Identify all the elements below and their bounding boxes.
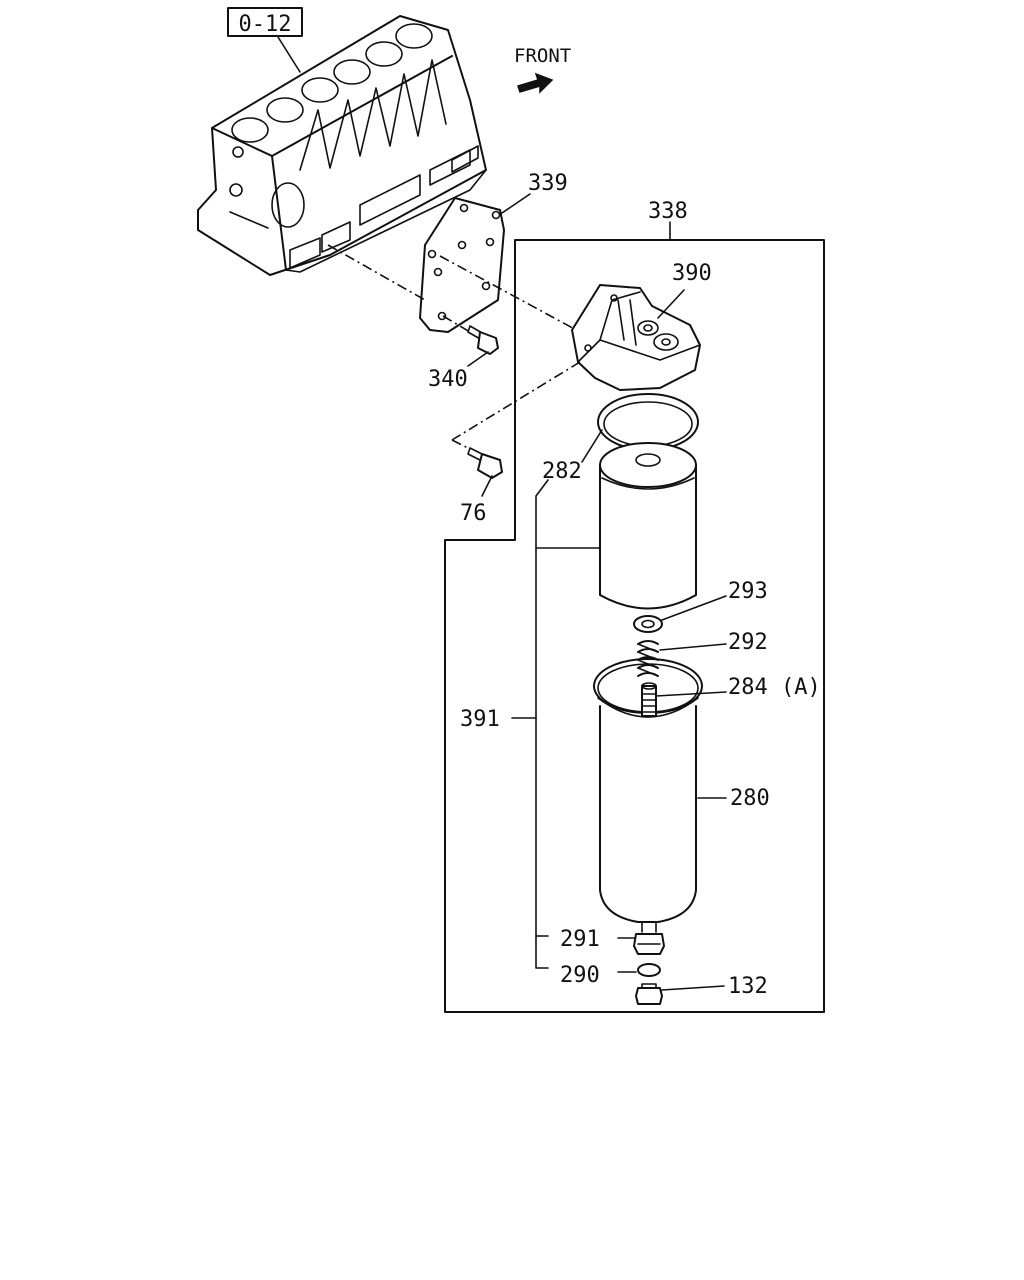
- callout-293: 293: [728, 579, 768, 604]
- part-292-spring: [637, 640, 727, 677]
- filter-element: [599, 442, 697, 610]
- callout-290: 290: [560, 963, 600, 988]
- callout-280: 280: [730, 786, 770, 811]
- reference-tag-label: 0-12: [239, 12, 292, 37]
- callout-76: 76: [460, 501, 487, 526]
- callout-291: 291: [560, 927, 600, 952]
- callout-340: 340: [428, 367, 468, 392]
- case-outlet: [641, 921, 657, 933]
- callout-292: 292: [728, 630, 768, 655]
- bracket-391: [511, 479, 601, 969]
- callout-391: 391: [460, 707, 500, 732]
- callout-390: 390: [672, 261, 712, 286]
- part-339-gasket: [419, 193, 531, 333]
- part-76-bolt: [451, 361, 581, 497]
- part-132-drain-plug: [635, 983, 725, 1005]
- part-340-bolt: [442, 315, 499, 367]
- part-290-ring: [617, 963, 661, 977]
- callout-338: 338: [648, 199, 688, 224]
- front-label: FRONT: [514, 45, 571, 67]
- part-390-filter-head: [571, 284, 701, 391]
- reference-tag: 0-12: [227, 7, 303, 73]
- part-280-filter-case: [593, 658, 727, 923]
- engine-block: [197, 15, 487, 276]
- callout-284: 284 (A): [728, 675, 821, 700]
- callout-339: 339: [528, 171, 568, 196]
- part-293-washer: [633, 595, 727, 633]
- callout-132: 132: [728, 974, 768, 999]
- assembly-frame-338: [444, 239, 825, 1013]
- part-291-plug: [617, 933, 665, 955]
- front-arrow-icon: [517, 72, 554, 94]
- front-direction-indicator: FRONT: [514, 45, 571, 94]
- alignment-line-gasket-bracket: [439, 255, 581, 333]
- part-284-center-bolt: [641, 682, 727, 717]
- alignment-line-block-gasket: [327, 244, 426, 301]
